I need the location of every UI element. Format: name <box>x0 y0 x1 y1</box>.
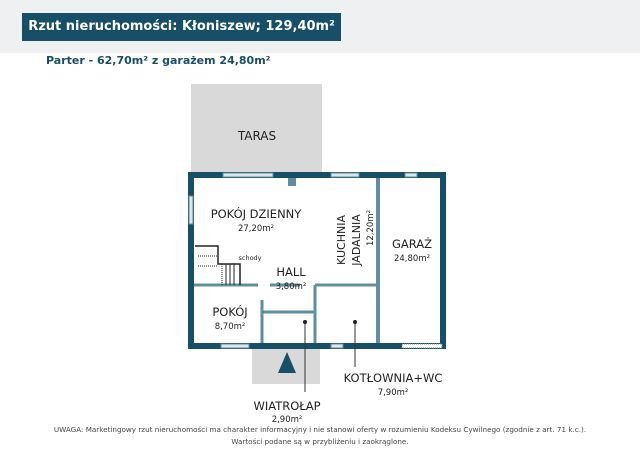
dining-label: JADALNIA <box>350 214 363 267</box>
living-room-label: POKÓJ DZIENNY <box>211 206 303 221</box>
inner-walls <box>190 172 380 348</box>
boiler-room-area: 7,90m² <box>378 388 409 398</box>
leader-lines <box>304 322 356 392</box>
windows <box>188 172 443 349</box>
stairs-label: schody <box>238 254 261 262</box>
boiler-room-label: KOTŁOWNIA+WC <box>344 371 443 385</box>
garage-label: GARAŻ <box>392 236 432 251</box>
entrance-arrow-icon <box>278 352 296 373</box>
chimney <box>288 178 296 186</box>
floor-subtitle: Parter - 62,70m² z garażem 24,80m² <box>46 54 271 67</box>
hall-label: HALL <box>276 265 306 279</box>
room-area: 8,70m² <box>215 322 246 332</box>
page-title: Rzut nieruchomości: Kłoniszew; 129,40m² <box>22 13 341 41</box>
disclaimer-line-2: Wartości podane są w przybliżeniu i zaok… <box>231 437 409 446</box>
kitchen-label: KUCHNIA <box>335 215 348 265</box>
terrace-label: TARAS <box>237 129 276 143</box>
wiatrolap-marker <box>303 320 307 324</box>
kotlownia-marker <box>353 320 357 324</box>
living-room-area: 27,20m² <box>238 224 274 234</box>
outer-wall <box>188 172 446 349</box>
kitchen-area: 12,20m² <box>366 210 376 246</box>
terrace <box>191 84 322 172</box>
stairs <box>195 245 241 285</box>
vestibule-area: 2,90m² <box>272 415 303 425</box>
vestibule-label: WIATROŁAP <box>253 399 320 413</box>
disclaimer-line-1: UWAGA: Marketingowy rzut nieruchomości m… <box>53 425 587 434</box>
room-label: POKÓJ <box>212 304 247 319</box>
hall-area: 3,80m² <box>276 282 307 292</box>
garage-area: 24,80m² <box>394 254 430 264</box>
